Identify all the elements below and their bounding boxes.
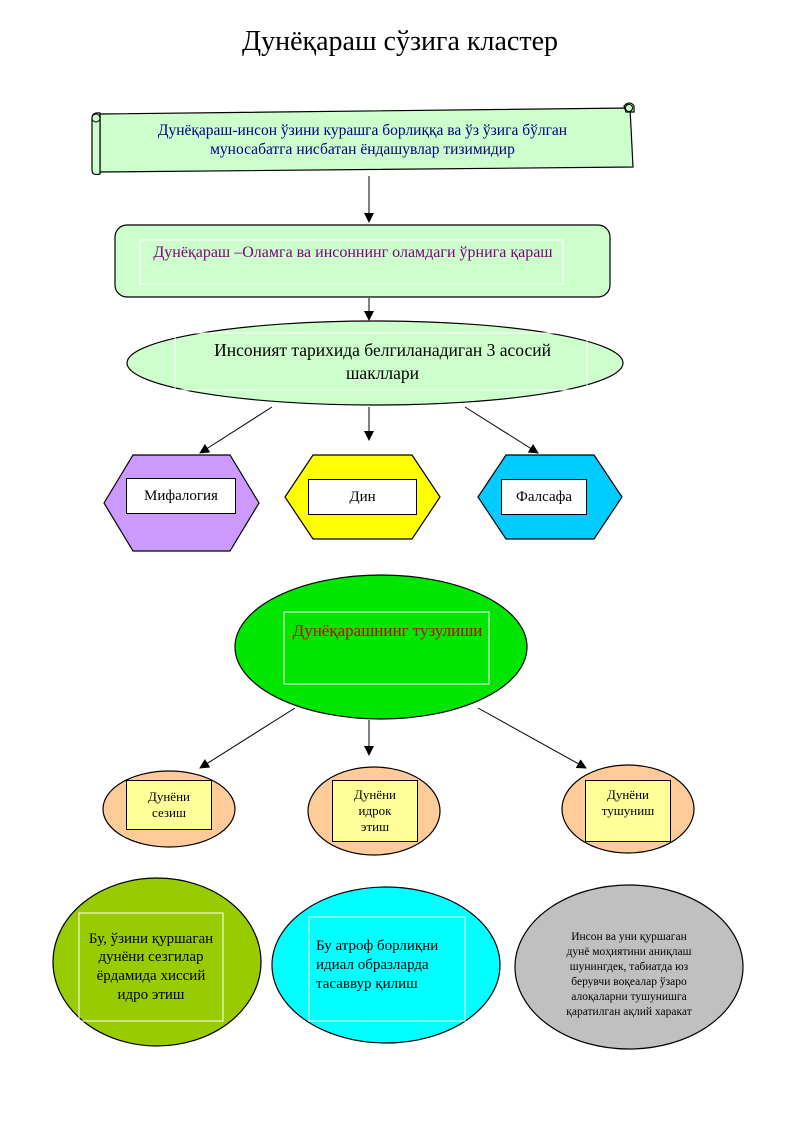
detail-frame-sensing xyxy=(78,912,224,1022)
structure-label-perceiving: Дунёни идрок этиш xyxy=(332,780,418,842)
detail-text-sensing: Бу, ўзини қуршаган дунёни сезгилар ёрдам… xyxy=(88,930,214,1003)
forms-heading-inner-frame xyxy=(174,332,588,391)
arrow-to-understanding xyxy=(477,707,587,769)
forms-heading-oval xyxy=(126,320,624,406)
detail-oval-perceiving xyxy=(271,886,501,1044)
detail-oval-understanding xyxy=(514,884,744,1050)
page-title: Дунёқараш сўзига кластер xyxy=(241,26,558,57)
arrow-to-mythology xyxy=(199,406,273,454)
structure-oval xyxy=(234,574,528,720)
detail-oval-sensing xyxy=(52,877,262,1047)
definition-text: Дунёқараш-инсон ўзини курашга борлиққа в… xyxy=(157,122,568,159)
meaning-box xyxy=(114,224,611,298)
structure-label-understanding: Дунёни тушуниш xyxy=(585,780,671,842)
form-label-mythology: Мифалогия xyxy=(126,478,236,514)
meaning-inner-frame xyxy=(139,239,564,285)
arrow-to-sensing xyxy=(199,707,296,769)
detail-text-perceiving: Бу атроф борлиқни идиал образларда тасав… xyxy=(316,938,439,993)
detail-text-understanding: Инсон ва уни қуршаган дунё моҳиятини ани… xyxy=(566,931,692,1018)
form-label-religion: Дин xyxy=(308,479,417,515)
definition-scroll xyxy=(91,102,635,176)
structure-heading-text: Дунёқарашнинг тузулиши xyxy=(292,621,483,640)
form-label-philosophy: Фалсафа xyxy=(501,479,587,515)
detail-frame-perceiving xyxy=(308,916,466,1022)
structure-inner-frame xyxy=(283,611,490,685)
meaning-text: Дунёқараш –Оламга ва инсоннинг оламдаги … xyxy=(153,244,553,261)
forms-heading-text: Инсоният тарихида белгиланадиган 3 асоси… xyxy=(214,340,551,383)
arrow-to-philosophy xyxy=(464,406,539,454)
structure-label-sensing: Дунёни сезиш xyxy=(126,780,212,830)
